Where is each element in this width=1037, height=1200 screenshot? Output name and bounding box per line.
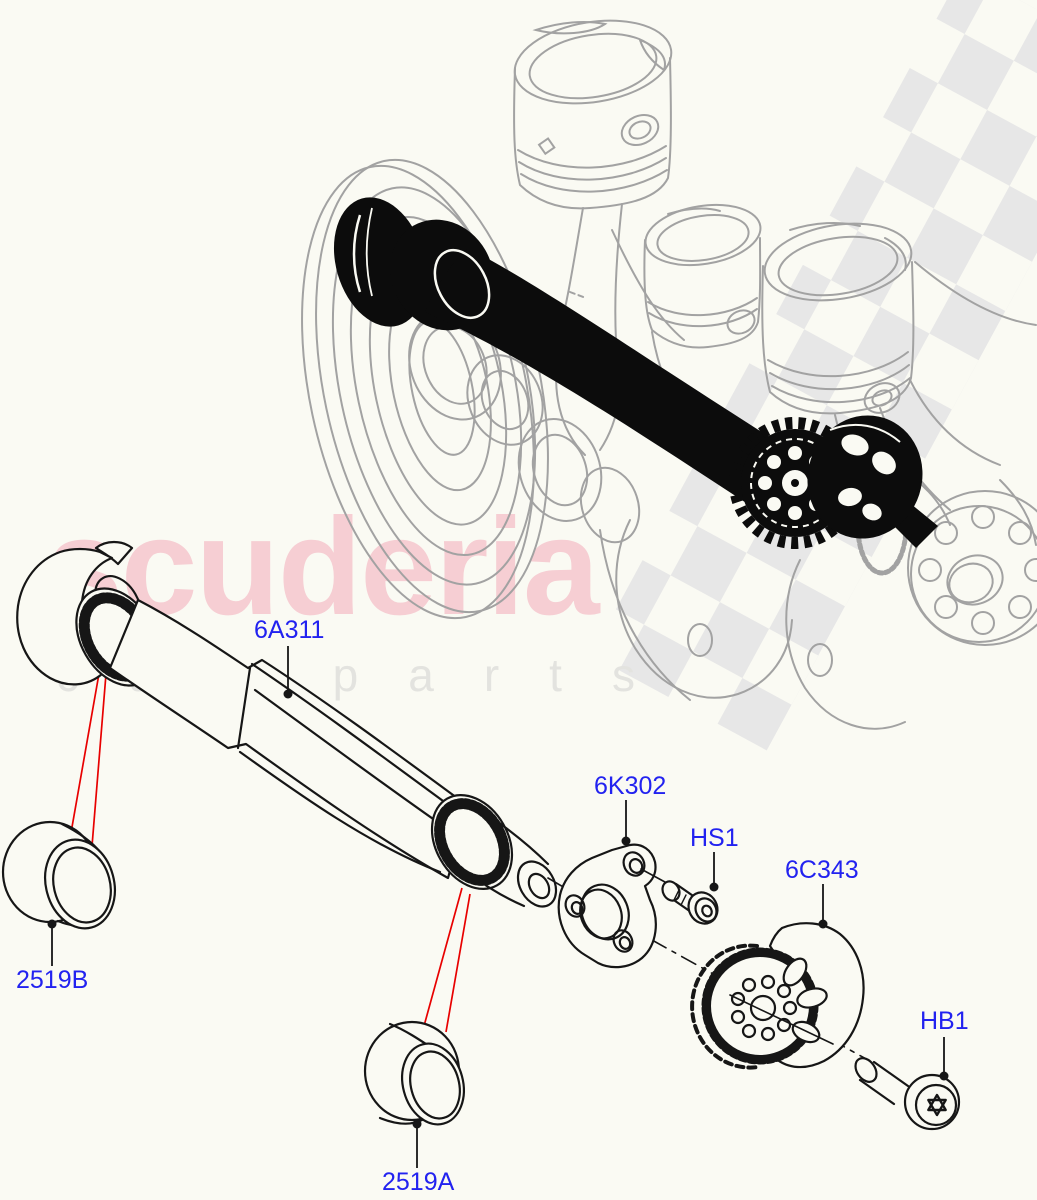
callout-leaders [47,646,949,1168]
balance-shaft-part [16,540,558,908]
part-label-2519b[interactable]: 2519B [16,966,89,994]
drive-sprocket-assembly [690,922,865,1070]
mounting-flange-plate [557,843,677,969]
crankshaft-flange [899,469,1037,646]
part-label-2519a[interactable]: 2519A [382,1168,455,1196]
bushing-front-2519B [1,820,116,930]
crank-pulley [301,158,549,620]
part-label-6k302[interactable]: 6K302 [594,772,667,800]
part-label-6a311[interactable]: 6A311 [254,616,325,644]
part-label-6c343[interactable]: 6C343 [785,856,859,884]
balance-shaft-highlight [333,197,938,549]
piston-2 [643,203,762,349]
part-label-hs1[interactable]: HS1 [690,824,739,852]
piston-1 [513,19,673,210]
bolt-hb1 [854,1057,961,1131]
bushing-rear-2519A [363,1020,465,1126]
part-label-hb1[interactable]: HB1 [920,1007,969,1035]
bolt-hs1 [661,880,719,925]
balance-shaft-counterweight [807,415,923,539]
